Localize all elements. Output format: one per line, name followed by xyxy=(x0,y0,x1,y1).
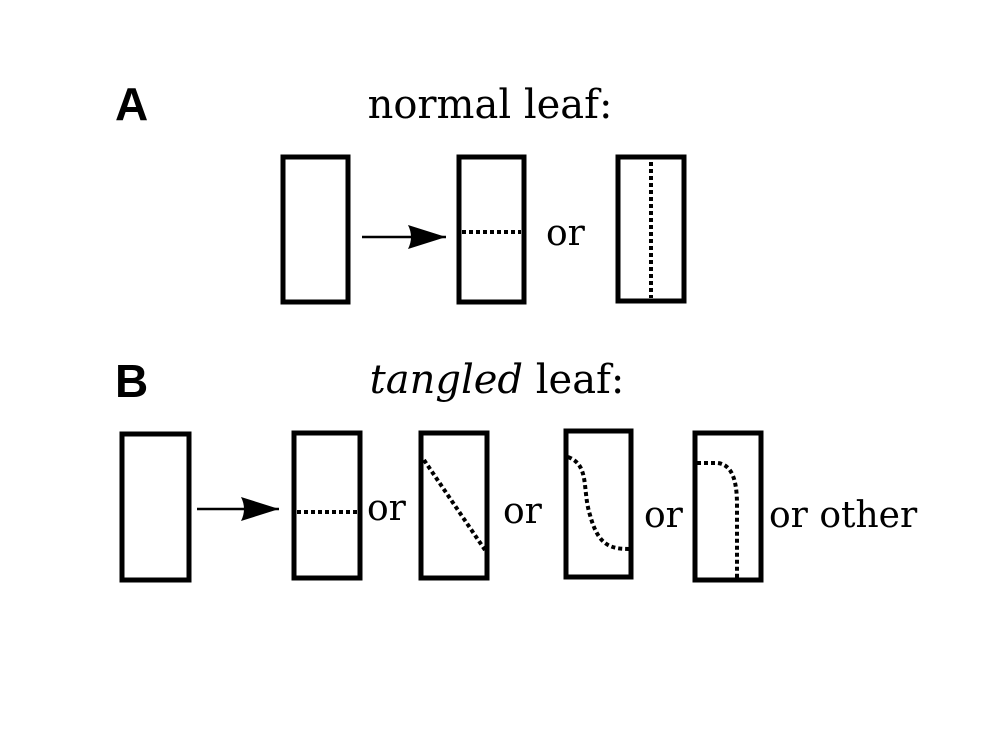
title-italic: tangled xyxy=(370,357,523,403)
panel-b-title: tangled leaf: xyxy=(370,357,625,403)
leaf-s-curve-split xyxy=(563,428,634,580)
panel-b: B tangled leaf: or or or or other xyxy=(115,355,918,583)
split-line-s-curve xyxy=(567,455,630,551)
or-connector: or xyxy=(546,213,586,254)
leaf-vertical-split xyxy=(615,154,687,304)
panel-label-b: B xyxy=(115,355,148,407)
leaf-original xyxy=(119,431,192,583)
panel-label-a: A xyxy=(115,78,148,130)
leaf-horizontal-split xyxy=(291,430,363,581)
or-other-connector: or other xyxy=(769,495,918,536)
panel-a-title: normal leaf: xyxy=(368,82,613,128)
or-connector: or xyxy=(503,491,543,532)
title-rest: leaf: xyxy=(523,357,624,403)
or-connector: or xyxy=(644,495,684,536)
leaf-diagonal-split xyxy=(418,430,490,581)
leaf-horizontal-split xyxy=(456,154,527,305)
split-line-curved xyxy=(697,461,739,578)
panel-a: A normal leaf: or xyxy=(115,78,687,305)
split-line-diagonal xyxy=(422,458,487,552)
leaf-original xyxy=(280,154,351,305)
or-connector: or xyxy=(367,488,407,529)
leaf-curved-split xyxy=(692,430,764,583)
